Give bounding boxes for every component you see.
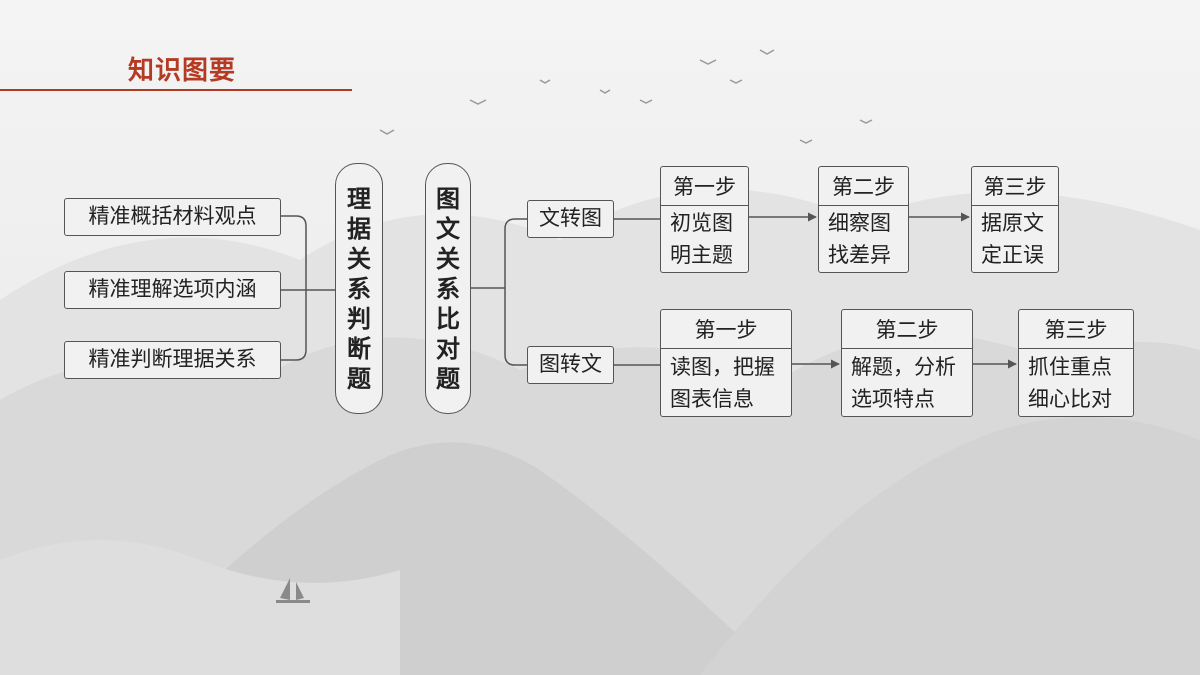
b1-step-1: 第一步 初览图 明主题 — [660, 166, 749, 273]
pill-rationale-relation: 理 据 关 系 判 断 题 — [335, 163, 383, 414]
step-line: 图表信息 — [670, 386, 754, 411]
step-head: 第一步 — [661, 167, 748, 206]
branch-text-to-chart: 文转图 — [527, 200, 614, 238]
step-line: 定正误 — [981, 243, 1044, 267]
left-item-2: 精准理解选项内涵 — [64, 271, 281, 309]
title-underline — [0, 89, 352, 91]
b1-step-3: 第三步 据原文 定正误 — [971, 166, 1059, 273]
left-item-3: 精准判断理据关系 — [64, 341, 281, 379]
step-line: 选项特点 — [851, 386, 935, 411]
left-item-1: 精准概括材料观点 — [64, 198, 281, 236]
b2-step-3: 第三步 抓住重点 细心比对 — [1018, 309, 1134, 417]
step-head: 第二步 — [842, 310, 972, 349]
b2-step-2: 第二步 解题，分析 选项特点 — [841, 309, 973, 417]
bird-flock-icon — [379, 49, 873, 144]
step-head: 第三步 — [972, 167, 1058, 206]
step-head: 第一步 — [661, 310, 791, 349]
step-line: 抓住重点 — [1028, 354, 1112, 379]
page-title: 知识图要 — [128, 56, 237, 86]
sailboat-icon — [276, 578, 310, 603]
step-line: 据原文 — [981, 211, 1044, 235]
b2-step-1: 第一步 读图，把握 图表信息 — [660, 309, 792, 417]
step-line: 找差异 — [828, 243, 891, 267]
step-line: 明主题 — [670, 243, 733, 267]
pill-chart-text-relation: 图 文 关 系 比 对 题 — [425, 163, 471, 414]
step-line: 细心比对 — [1028, 386, 1112, 411]
step-line: 解题，分析 — [851, 354, 956, 379]
step-head: 第三步 — [1019, 310, 1133, 349]
step-line: 初览图 — [670, 211, 733, 235]
bracket-branches — [504, 218, 527, 366]
step-head: 第二步 — [819, 167, 908, 206]
b1-step-2: 第二步 细察图 找差异 — [818, 166, 909, 273]
step-line: 细察图 — [828, 211, 891, 235]
step-line: 读图，把握 — [670, 354, 775, 379]
bracket-left-items — [281, 215, 307, 361]
branch-chart-to-text: 图转文 — [527, 346, 614, 384]
